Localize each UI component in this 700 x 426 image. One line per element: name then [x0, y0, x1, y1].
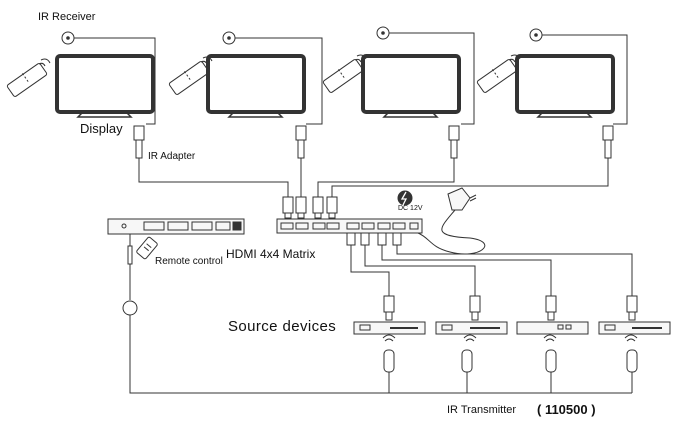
- ir-adapter-label: IR Adapter: [148, 151, 196, 162]
- remote-control-icon: [476, 54, 521, 93]
- ir-adapter-2: [295, 125, 307, 197]
- hdmi-source-cables: [346, 232, 633, 296]
- remote-control-icon: [6, 58, 51, 97]
- ir-receiver-eye-icon: [529, 28, 628, 125]
- ir-cable: [122, 234, 633, 394]
- media-player-box-icon: [435, 321, 508, 335]
- source-devices-label: Source devices: [228, 318, 337, 335]
- model-number-label: ( 110500 ): [537, 402, 596, 417]
- matrix-label: HDMI 4x4 Matrix: [226, 247, 316, 261]
- display-4: [515, 54, 615, 118]
- display-2: [206, 54, 306, 118]
- remote-control-icon: [322, 54, 367, 93]
- ir-emitter-icon: [382, 334, 638, 373]
- hdmi-matrix-front: [107, 218, 245, 235]
- ir-receiver-eye-icon: [61, 31, 156, 125]
- hdmi-plug-icon: [282, 196, 338, 219]
- ir-adapter-4: [331, 125, 614, 197]
- lightning-bolt-icon: [397, 190, 413, 206]
- display-label: Display: [80, 121, 123, 136]
- ir-adapter-3: [317, 125, 460, 197]
- display-3: [361, 54, 461, 118]
- media-player-box-icon: [353, 321, 426, 335]
- ir-adapter-1: [133, 125, 289, 197]
- hdmi-matrix-rear: [276, 218, 423, 234]
- dc-power-label: DC 12V: [398, 205, 423, 212]
- ir-receiver-eye-icon: [222, 31, 323, 125]
- media-player-box-icon: [516, 321, 589, 335]
- display-1: [55, 54, 155, 118]
- media-player-box-icon: [598, 321, 671, 335]
- hdmi-plug-icon: [383, 295, 638, 321]
- ir-receiver-label: IR Receiver: [38, 11, 96, 23]
- power-adapter-icon: [417, 187, 486, 255]
- remote-control-icon: [168, 56, 213, 95]
- remote-control-label: Remote control: [155, 256, 223, 267]
- remote-control-icon: [136, 236, 158, 260]
- ir-transmitter-label: IR Transmitter: [447, 404, 517, 416]
- ir-receiver-eye-icon: [376, 26, 475, 125]
